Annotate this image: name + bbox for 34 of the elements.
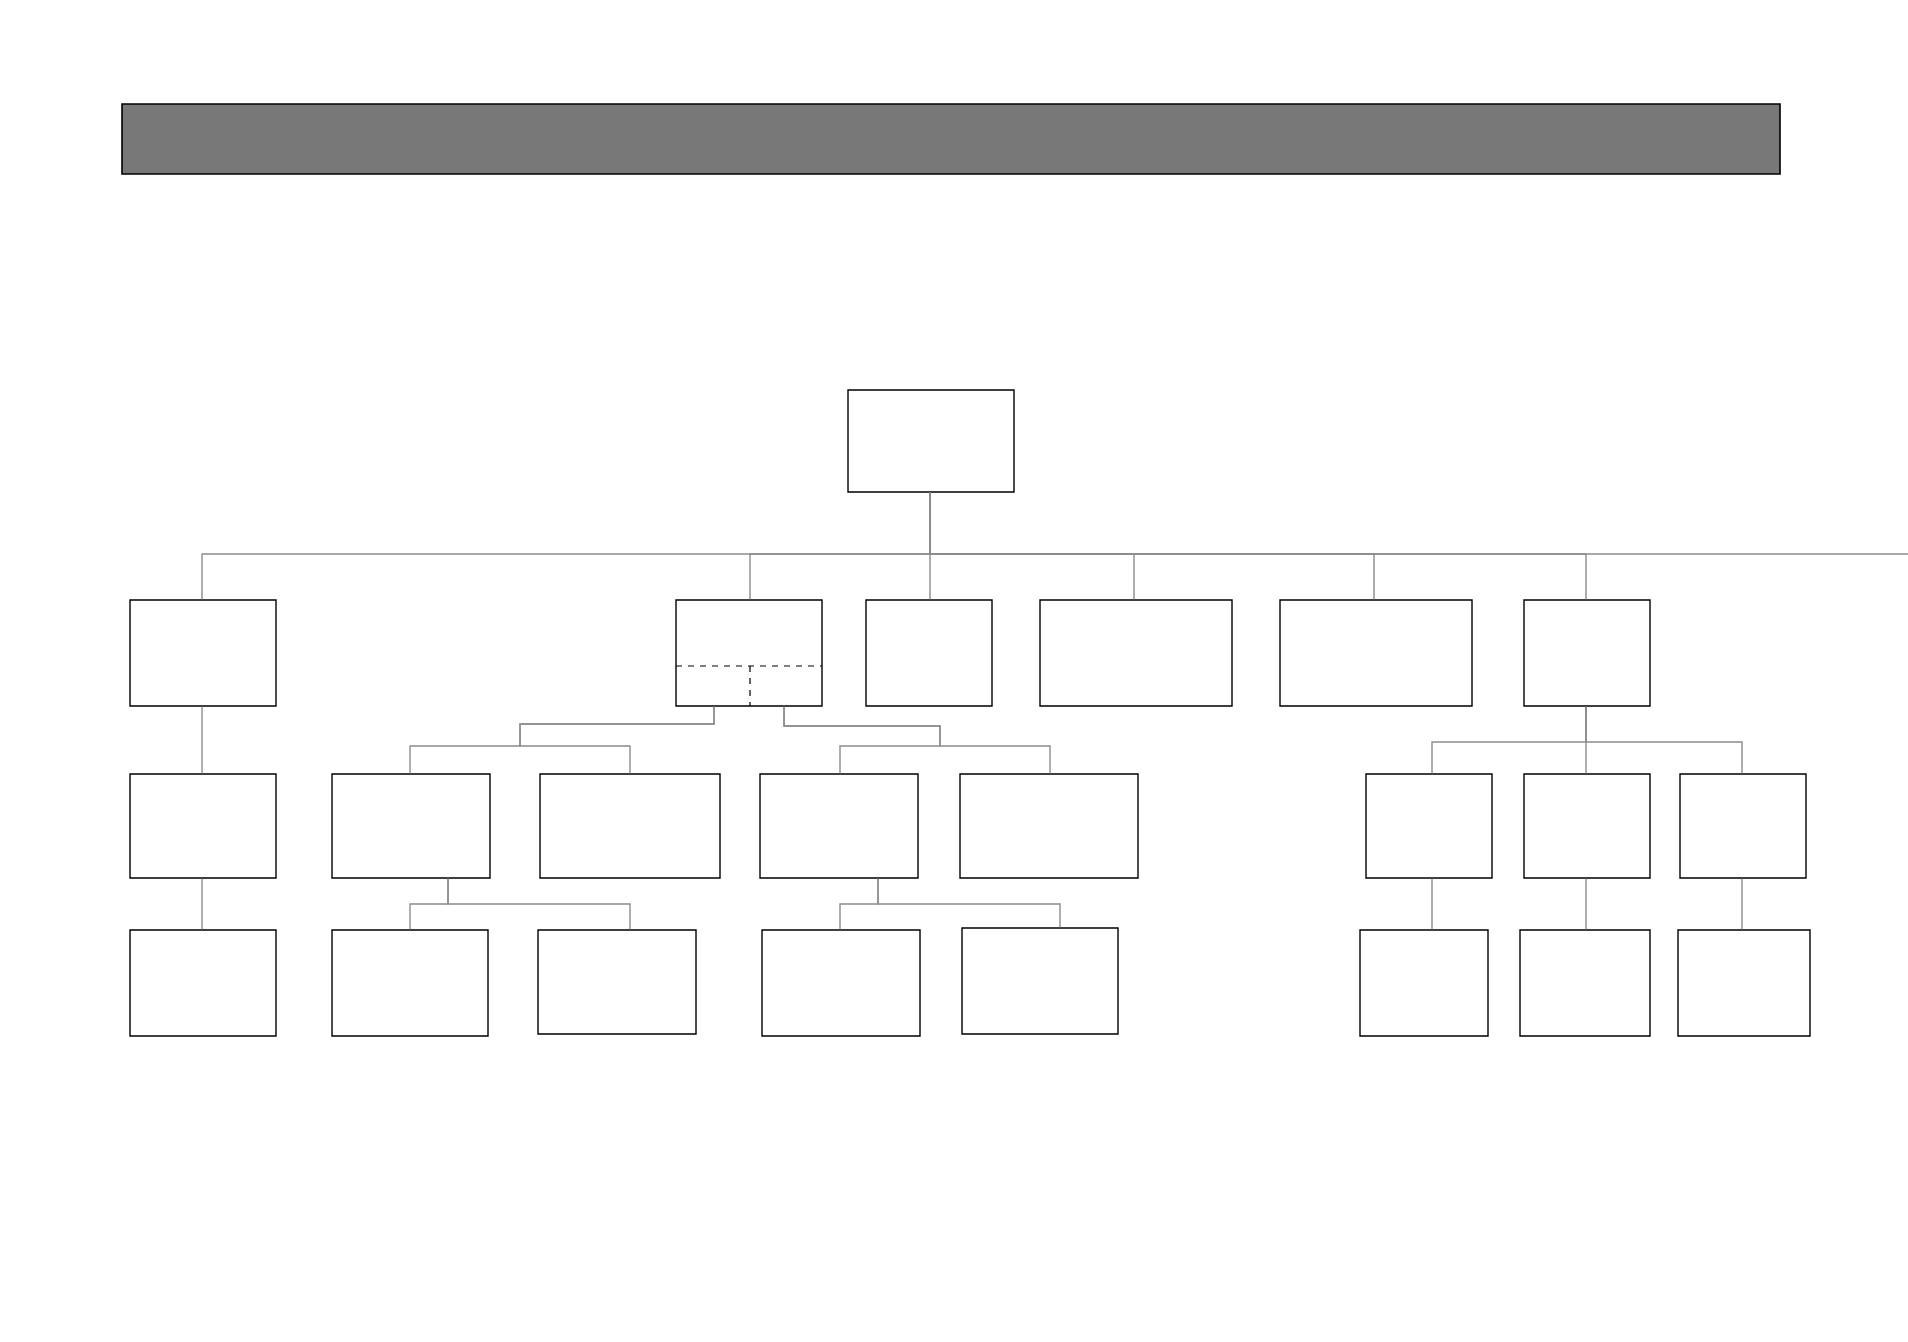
connector-line <box>1741 877 1743 930</box>
org-box <box>539 773 721 879</box>
connector-line <box>1585 705 1743 774</box>
org-box <box>1039 599 1233 707</box>
org-box <box>865 599 993 707</box>
org-box <box>1365 773 1493 879</box>
org-box <box>331 773 491 879</box>
org-box <box>1677 929 1811 1037</box>
org-box <box>961 927 1119 1035</box>
connector-line <box>447 877 631 930</box>
org-box <box>1279 599 1473 707</box>
org-box <box>129 773 277 879</box>
org-box <box>847 389 1015 493</box>
connector-line <box>877 877 1061 928</box>
connector-line <box>201 877 203 930</box>
connector-line <box>1585 877 1587 930</box>
org-box <box>537 929 697 1035</box>
connector-line <box>519 705 715 774</box>
connector-line <box>783 705 1051 774</box>
org-box <box>1523 773 1651 879</box>
connector-line <box>929 492 1908 555</box>
org-box <box>129 599 277 707</box>
org-box <box>129 929 277 1037</box>
org-box <box>759 773 919 879</box>
org-box <box>1359 929 1489 1037</box>
org-box <box>761 929 921 1037</box>
org-box <box>1519 929 1651 1037</box>
org-box <box>1523 599 1651 707</box>
org-box <box>331 929 489 1037</box>
connector-line <box>201 705 203 774</box>
connector-line <box>1431 877 1433 930</box>
org-box <box>675 599 823 707</box>
org-box <box>1679 773 1807 879</box>
org-box <box>959 773 1139 879</box>
